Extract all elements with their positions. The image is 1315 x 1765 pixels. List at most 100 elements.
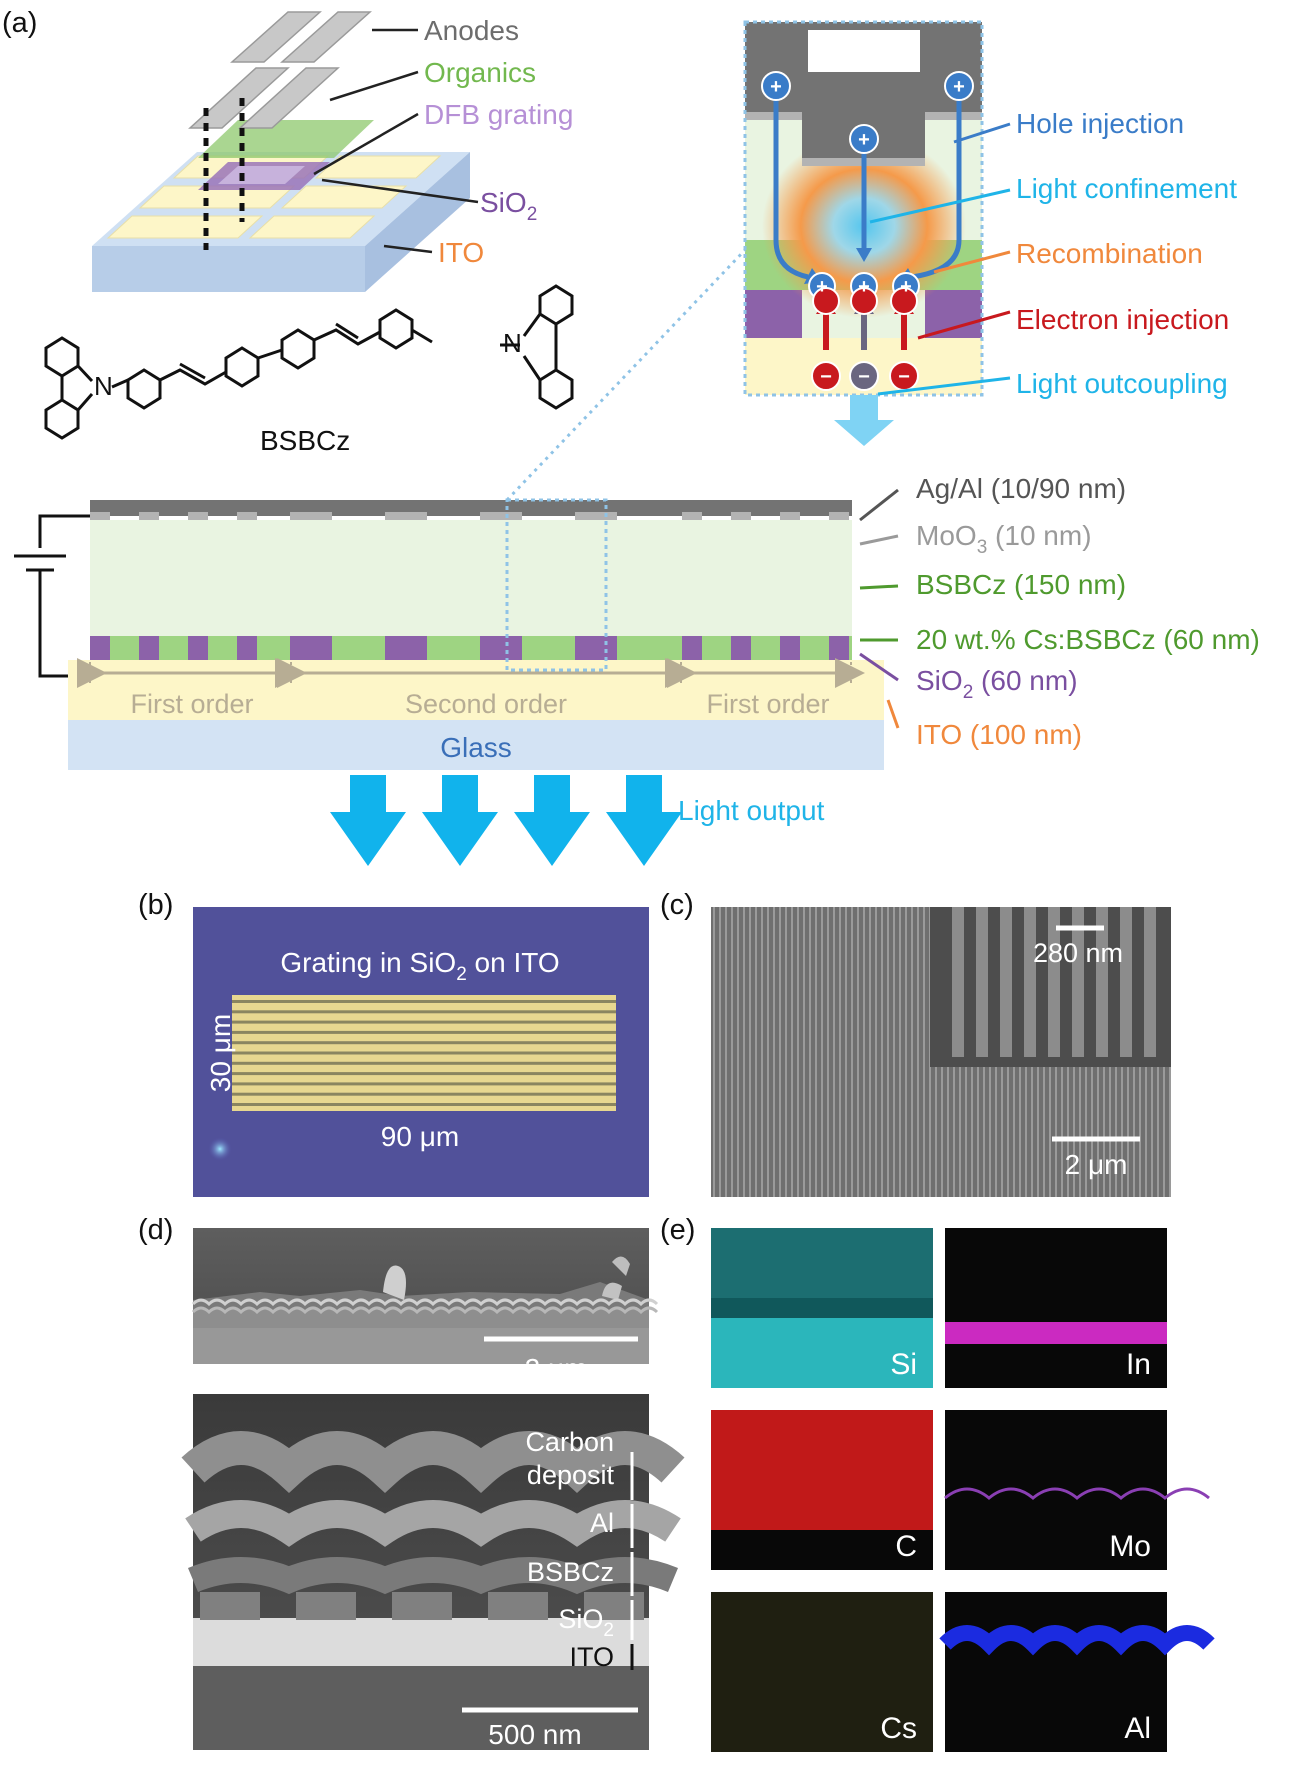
anode-crenel [208,500,237,508]
height-label: 30 μm [205,1014,236,1092]
hole-injection-label: Hole injection [1016,108,1184,139]
anode-crenel [257,500,290,508]
eds-element-label: C [895,1530,917,1563]
sem-line [761,907,763,1197]
cs-bsbcz-layer [90,636,852,660]
eds-element-label: Cs [880,1712,917,1745]
sio2-layer-label: SiO2 (60 nm) [916,665,1078,703]
sem-line [851,907,853,1197]
zoom-inset: + + + + + + − − − [743,20,984,446]
eds-map-mo: Mo [944,1410,1210,1570]
eds-element-label: Mo [1109,1530,1151,1563]
zoom-sio2-right [925,290,982,338]
molecule-name: BSBCz [260,425,350,456]
moo3-dip [188,510,208,520]
ito-stripes [106,155,442,239]
eds-map-in: In [945,1228,1167,1388]
eds-map-bg [945,1592,1167,1752]
bsbcz-molecule [44,284,574,440]
sem-line [791,907,793,1197]
moo3-dip [385,510,427,520]
grating-line [232,1092,616,1096]
sem-line [773,907,775,1197]
sem-line [815,907,817,1197]
sem-fin [1024,907,1036,1057]
first-order-right-label: First order [706,689,829,719]
eds-map-cs: Cs [711,1592,933,1752]
sem-line [779,907,781,1197]
anode-crenel [617,500,682,508]
grating-line [232,1030,616,1034]
neutral-charge [849,361,879,391]
sem-line [785,907,787,1197]
moo3-dip [290,510,332,520]
sem-line [755,907,757,1197]
grating-line [232,1103,616,1106]
anode-crenel [800,500,829,508]
eds-map-c: C [711,1410,933,1570]
sem-line [731,907,733,1197]
grating-ridges [90,636,849,660]
grating-line [232,1072,616,1076]
light-output-label: Light output [678,795,825,826]
sio2-ridge [237,636,257,660]
d-top-scale-label: 2 μm [525,1353,588,1384]
zoom-anode [745,22,982,158]
grating-line [232,1041,616,1045]
width-label: 90 μm [381,1121,459,1152]
moo3-dip [575,510,617,520]
moo3-dip [780,510,800,520]
moo3-dip [139,510,159,520]
organics-label: Organics [424,57,536,88]
sem-line [911,907,913,1197]
anode-crenel [159,500,188,508]
sem-line [809,907,811,1197]
moo3-dip [237,510,257,520]
anode-dip [188,500,208,510]
anodes-label: Anodes [424,15,519,46]
eds-map-si: Si [711,1228,933,1388]
sio2-ridge [385,636,427,660]
si-substrate [711,1318,933,1388]
svg-text:+: + [858,276,870,298]
anode-crenel [751,500,780,508]
zoom-moo3-right [925,112,982,120]
zoom-anode-gap [808,30,920,72]
anode-dip [480,500,522,510]
anode-crenel [332,500,385,508]
anode-dip [90,500,110,510]
electron-charges [811,287,919,391]
moo3-dip [90,510,110,520]
sio2-block [296,1592,356,1620]
sem-ito-band [193,1618,649,1666]
anode-crenel [849,500,852,508]
agal-label: Ag/Al (10/90 nm) [916,473,1126,504]
carbon-wave [181,1431,685,1494]
panel-label-a: (a) [2,7,37,39]
anode-ridges [90,500,852,520]
ito-sem-label: ITO [569,1642,614,1672]
sem-line [899,907,901,1197]
sem-line [737,907,739,1197]
grating-line [232,1000,616,1003]
light-output-arrows [330,775,682,866]
svg-text:+: + [816,276,828,298]
dfb-grating-label: DFB grating [424,99,573,130]
sio2-sem-label: SiO2 [558,1604,614,1641]
device-cross-section [68,500,884,770]
eds-map-bg [711,1592,933,1752]
moo3-dip [731,510,751,520]
panel-label-c: (c) [660,889,694,921]
sem-line [863,907,865,1197]
sem-line [749,907,751,1197]
order-dividers [89,662,852,684]
al-wave [939,1625,1215,1656]
c-signal [711,1410,933,1530]
anode-dip [731,500,751,510]
electron-paths [823,312,907,350]
sem-line [881,907,883,1197]
sio2-ridge [90,636,110,660]
sem-fin [1096,907,1108,1057]
sio2-ridge [188,636,208,660]
